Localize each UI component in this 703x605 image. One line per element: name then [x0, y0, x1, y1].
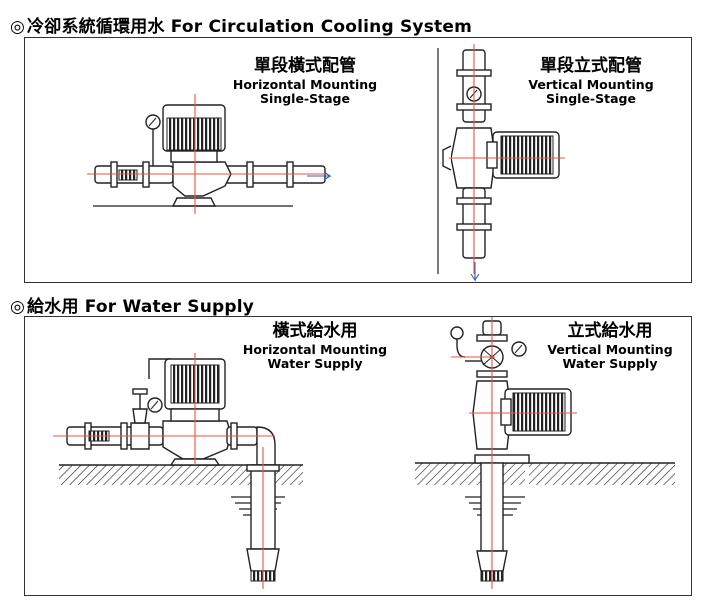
caption-zh: 橫式給水用 [272, 321, 358, 341]
caption-en-2: Water Supply [562, 356, 658, 371]
horizontal-supply-assembly [59, 358, 303, 582]
caption-en-2: Single-Stage [546, 91, 636, 106]
caption-horizontal-cooling: 單段橫式配管 Horizontal Mounting Single-Stage [205, 58, 405, 106]
section-title-supply: ◎給水用 For Water Supply [10, 292, 254, 317]
caption-vertical-supply: 立式給水用 Vertical Mounting Water Supply [535, 323, 685, 371]
section-mark: ◎ [10, 297, 26, 317]
gate-valve-icon [132, 408, 148, 424]
caption-zh: 立式給水用 [567, 321, 653, 341]
caption-zh: 單段橫式配管 [254, 56, 356, 76]
vertical-pump-assembly [442, 49, 560, 282]
horizontal-supply-centerlines [53, 353, 275, 589]
caption-en-2: Water Supply [267, 356, 363, 371]
supply-diagram [53, 317, 675, 589]
section-title-cooling: ◎冷卻系統循環用水 For Circulation Cooling System [10, 12, 472, 37]
caption-en-2: Single-Stage [260, 91, 350, 106]
panel-cooling: 單段橫式配管 Horizontal Mounting Single-Stage … [24, 37, 692, 283]
horizontal-centerlines [87, 94, 325, 214]
caption-en-1: Horizontal Mounting [232, 77, 378, 92]
section-mark: ◎ [10, 17, 26, 37]
section-title-text: 冷卻系統循環用水 For Circulation Cooling System [27, 17, 472, 37]
caption-en-1: Vertical Mounting [528, 77, 654, 92]
caption-en-1: Horizontal Mounting [242, 342, 388, 357]
vertical-centerlines [449, 44, 565, 274]
cooling-diagram [87, 44, 565, 282]
caption-en-1: Vertical Mounting [547, 342, 673, 357]
horizontal-pump-assembly [93, 104, 332, 207]
strainer-block [118, 169, 138, 181]
caption-zh: 單段立式配管 [540, 56, 642, 76]
panel-supply: 橫式給水用 Horizontal Mounting Water Supply 立… [24, 316, 692, 596]
section-title-text: 給水用 For Water Supply [27, 297, 255, 317]
caption-horizontal-supply: 橫式給水用 Horizontal Mounting Water Supply [215, 323, 415, 371]
vertical-supply-centerlines [451, 317, 577, 589]
flow-arrow-icon [470, 262, 480, 282]
flow-arrow-icon [307, 171, 332, 181]
caption-vertical-cooling: 單段立式配管 Vertical Mounting Single-Stage [511, 58, 671, 106]
